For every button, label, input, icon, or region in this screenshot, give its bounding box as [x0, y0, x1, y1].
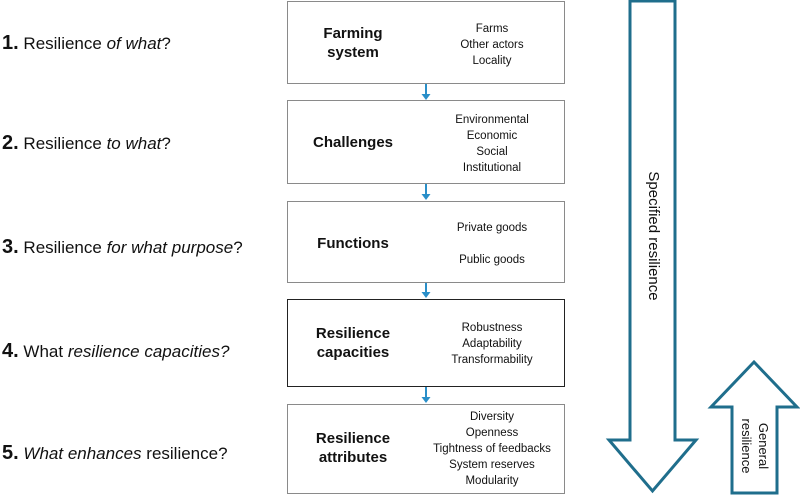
question-2: 2. Resilience to what? [2, 132, 171, 154]
box-resilience-attributes: Resilience attributes Diversity Openness… [287, 404, 565, 494]
specified-resilience-label: Specified resilience [645, 171, 662, 301]
box-title: Functions [317, 235, 389, 252]
question-number: 5. [2, 442, 19, 464]
general-resilience-label: General resilience [739, 418, 771, 474]
box-challenges: Challenges Environmental Economic Social… [287, 100, 565, 184]
box-items: Diversity Openness Tightness of feedback… [433, 411, 551, 487]
box-items: Robustness Adaptability Transformability [451, 322, 533, 366]
connector-arrow-3 [421, 283, 431, 298]
connector-arrow-2 [421, 184, 431, 200]
question-1: 1. Resilience of what? [2, 32, 171, 54]
specified-resilience-arrow [605, 0, 700, 494]
box-functions: Functions Private goods Public goods [287, 201, 565, 283]
question-number: 4. [2, 340, 19, 362]
connector-arrow-4 [421, 387, 431, 403]
box-farming-system: Farming system Farms Other actors Locali… [287, 1, 565, 84]
box-title: Resilience attributes [315, 430, 391, 466]
box-title: Resilience capacities [315, 325, 391, 361]
box-title: Farming system [323, 25, 383, 61]
box-title: Challenges [312, 134, 394, 151]
connector-arrow-1 [421, 84, 431, 100]
box-items: Environmental Economic Social Institutio… [455, 114, 529, 174]
question-number: 2. [2, 132, 19, 154]
box-items: Private goods Public goods [456, 222, 528, 266]
question-number: 3. [2, 236, 19, 258]
question-number: 1. [2, 32, 19, 54]
general-resilience-arrow [707, 359, 800, 495]
question-4: 4. What resilience capacities? [2, 340, 230, 362]
question-3: 3. Resilience for what purpose? [2, 236, 243, 258]
box-items: Farms Other actors Locality [460, 23, 524, 67]
box-resilience-capacities: Resilience capacities Robustness Adaptab… [287, 299, 565, 387]
question-5: 5. What enhances resilience? [2, 442, 228, 464]
